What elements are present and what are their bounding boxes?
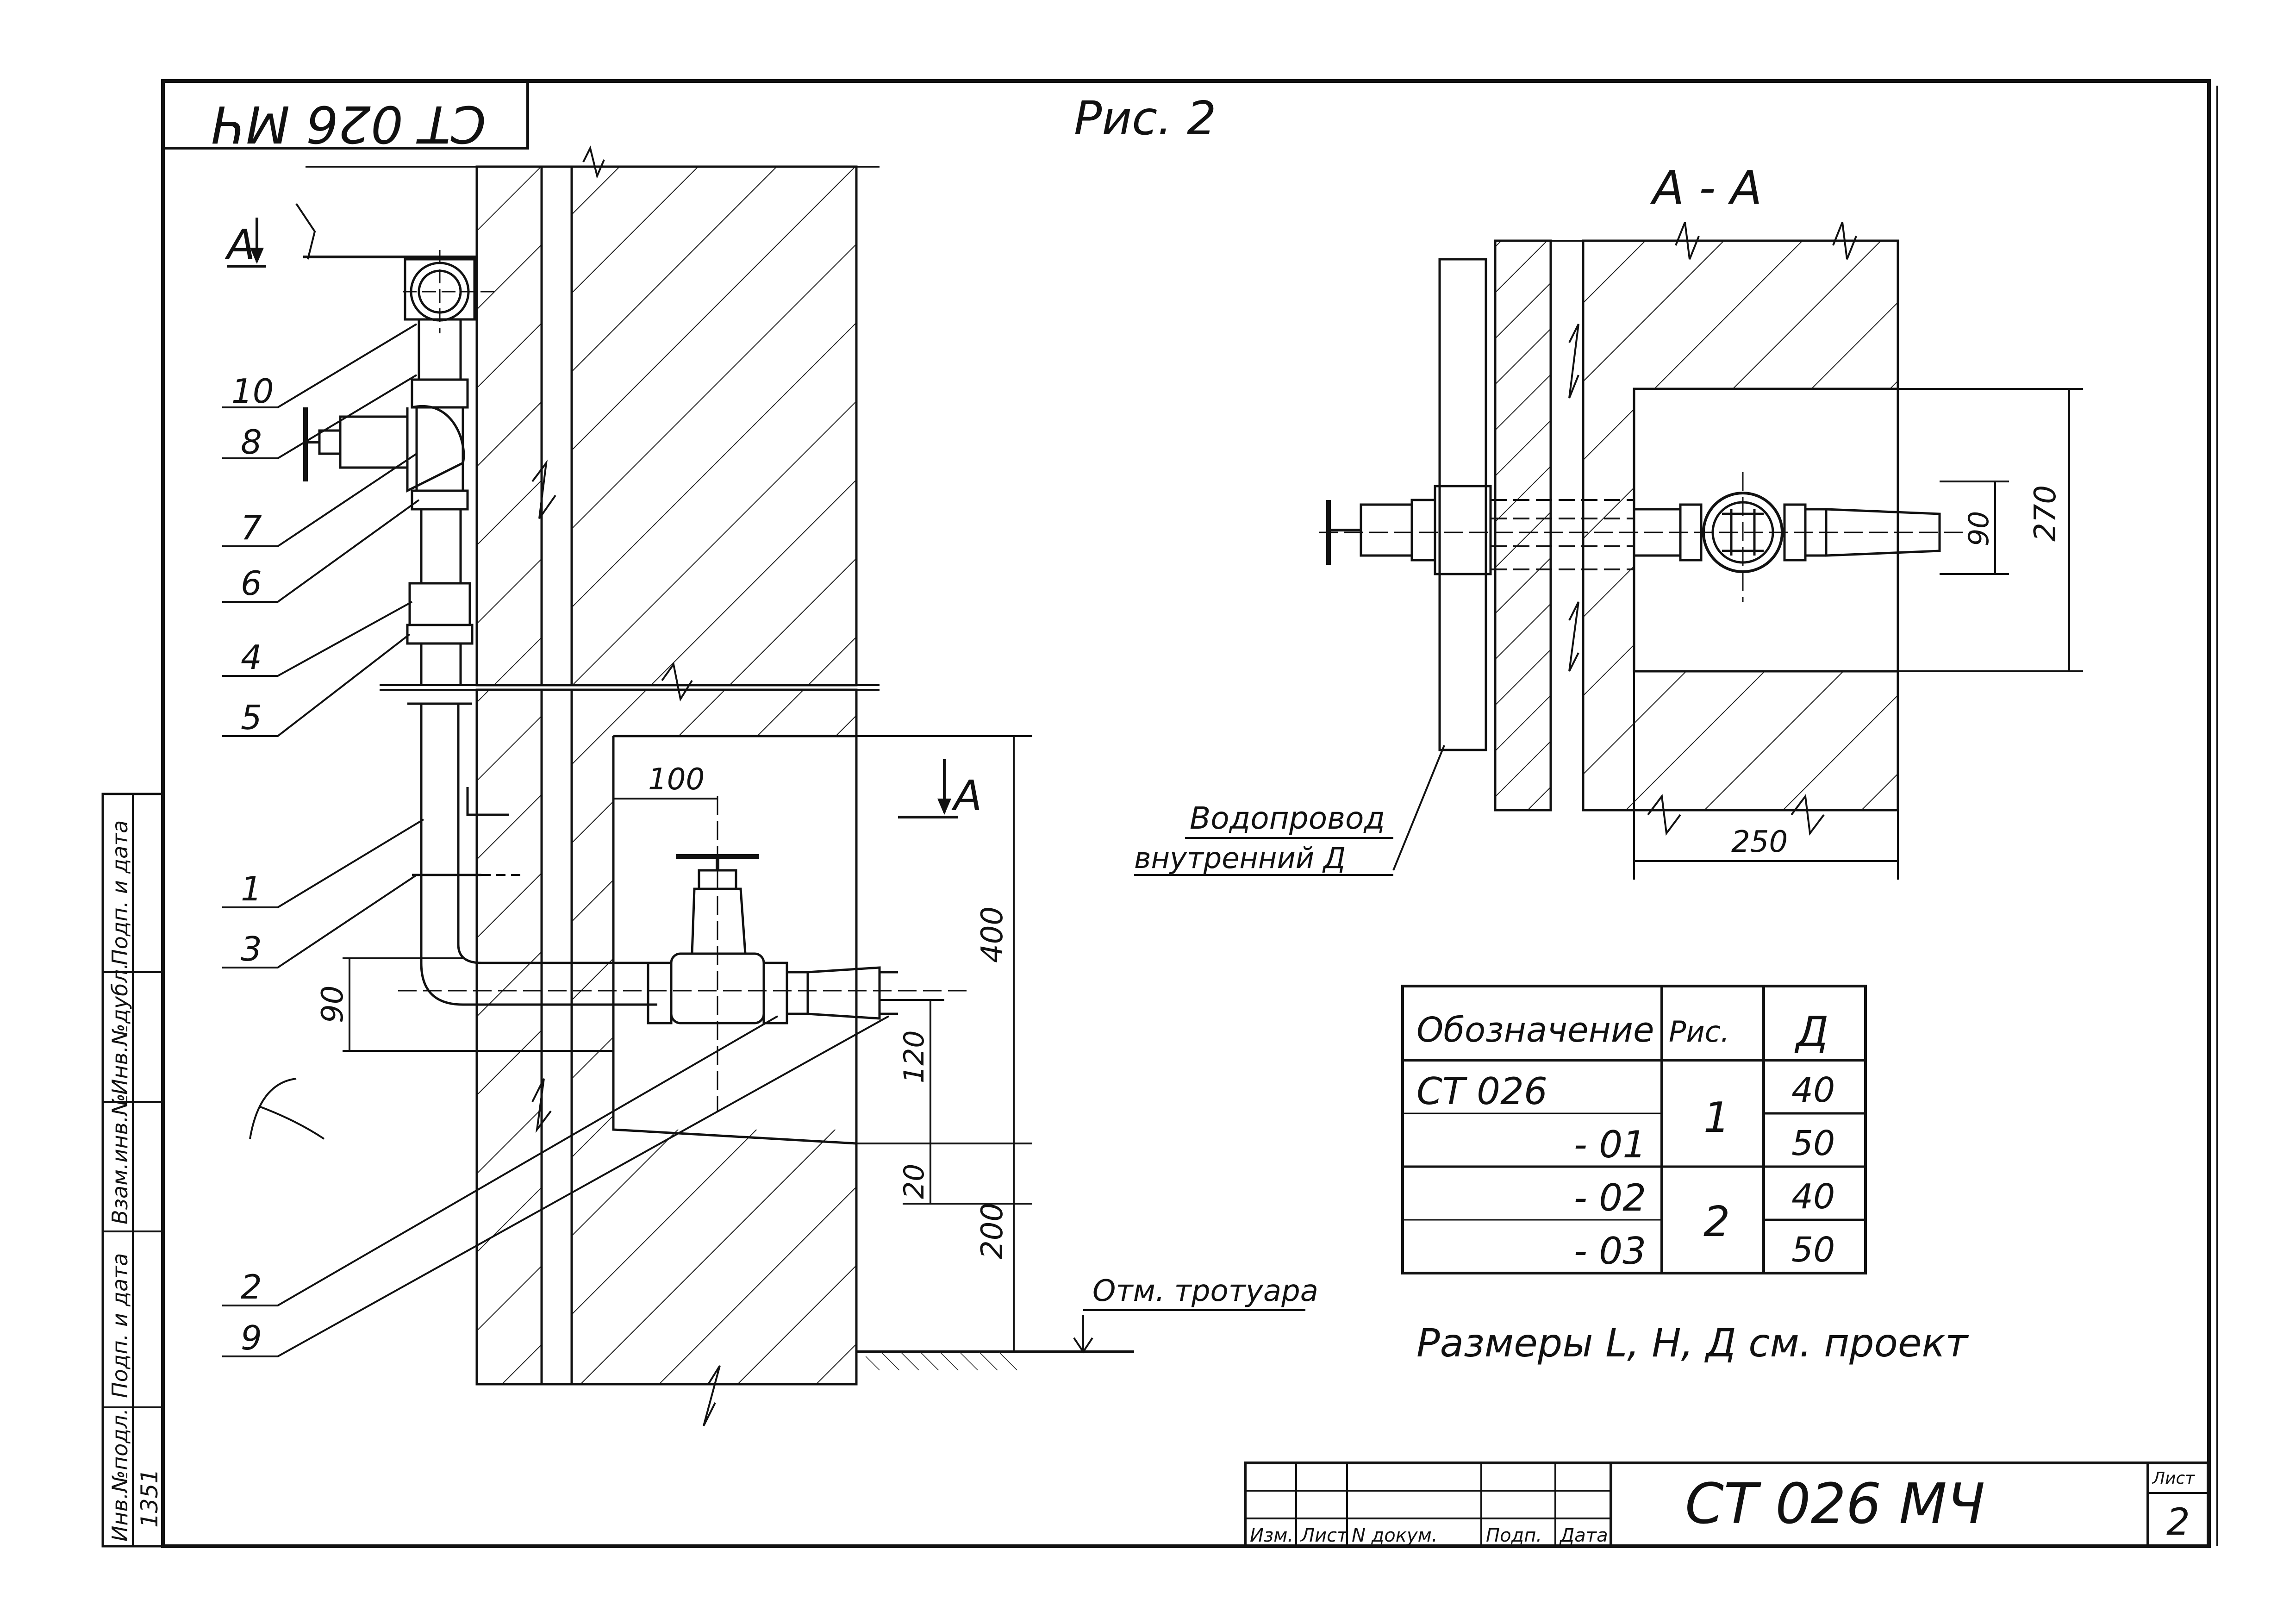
figure-title: Рис. 2 bbox=[1074, 91, 1216, 145]
table-header-d: Д bbox=[1794, 1008, 1828, 1056]
designation-table: Обозначение Рис. Д СТ 026 - 01 - 02 - 03… bbox=[1401, 985, 1867, 1274]
ground-line: Отм. тротуара bbox=[856, 1274, 1318, 1370]
callout-7: 7 bbox=[241, 508, 262, 547]
riser-pipe bbox=[303, 250, 657, 1006]
section-mark-top: А bbox=[225, 203, 477, 269]
section-letter-bottom: А bbox=[951, 772, 982, 820]
stamp-sign-date-2: Подп. и дата bbox=[107, 820, 132, 965]
callouts: 10 8 7 6 4 5 1 3 2 9 bbox=[222, 323, 889, 1357]
tb-sheet-label: Лист bbox=[2152, 1469, 2195, 1488]
tb-header-doc: N докум. bbox=[1352, 1525, 1438, 1546]
code-mirrored-text: СТ 026 МЧ bbox=[211, 94, 486, 154]
table-row-2-d: 50 bbox=[1791, 1124, 1835, 1163]
stamp-replace-inv: Взам.инв.№ bbox=[107, 1093, 132, 1224]
table-row-4-d: 50 bbox=[1791, 1230, 1835, 1270]
callout-10: 10 bbox=[231, 372, 274, 411]
section-view: 270 90 250 Водопровод внутренний Д bbox=[1134, 222, 2083, 880]
callout-4: 4 bbox=[241, 638, 262, 677]
callout-1: 1 bbox=[241, 869, 262, 908]
dim-90-left: 90 bbox=[316, 986, 350, 1023]
callout-2: 2 bbox=[241, 1268, 262, 1306]
stamp-inv-dup: Инв.№дубл. bbox=[107, 963, 132, 1095]
sidewalk-label: Отм. тротуара bbox=[1092, 1274, 1318, 1308]
wall-upper bbox=[475, 165, 858, 687]
tb-header-sign: Подп. bbox=[1486, 1525, 1542, 1546]
dim-250: 250 bbox=[1731, 825, 1788, 859]
table-fig-1: 1 bbox=[1703, 1093, 1730, 1142]
table-header-fig: Рис. bbox=[1669, 1015, 1729, 1049]
tb-header-list: Лист bbox=[1300, 1525, 1348, 1546]
dim-200: 200 bbox=[975, 1203, 1010, 1259]
section-letter-top: А bbox=[225, 221, 256, 269]
stamp-inv-orig: Инв.№подл. bbox=[107, 1408, 132, 1542]
table-row-2-designation: - 01 bbox=[1574, 1123, 1646, 1166]
section-title: А - А bbox=[1650, 161, 1762, 215]
outlet-assembly bbox=[398, 796, 972, 1111]
title-block: Изм. Лист N докум. Подп. Дата СТ 026 МЧ … bbox=[1244, 1462, 2209, 1548]
table-fig-2: 2 bbox=[1703, 1198, 1730, 1246]
dim-90-right: 90 bbox=[1963, 511, 1995, 546]
side-stamp: Инв.№подл. Подп. и дата Взам.инв.№ Инв.№… bbox=[101, 793, 164, 1548]
callout-5: 5 bbox=[241, 698, 262, 737]
dim-270: 270 bbox=[2028, 485, 2063, 542]
table-row-1-designation: СТ 026 bbox=[1416, 1070, 1547, 1113]
table-header-designation: Обозначение bbox=[1416, 1010, 1654, 1050]
wall-lower bbox=[475, 688, 858, 1386]
tb-header-date: Дата bbox=[1559, 1525, 1608, 1546]
tb-header-izm: Изм. bbox=[1250, 1525, 1293, 1546]
tb-sheet-number: 2 bbox=[2166, 1500, 2190, 1543]
dim-100: 100 bbox=[648, 762, 705, 797]
table-row-4-designation: - 03 bbox=[1574, 1230, 1646, 1273]
dim-400: 400 bbox=[975, 906, 1010, 963]
water-main-sublabel: внутренний Д bbox=[1134, 841, 1346, 875]
tb-code: СТ 026 МЧ bbox=[1685, 1472, 1985, 1537]
section-mark-bottom: А bbox=[898, 759, 982, 820]
stamp-inv-number: 1351 bbox=[136, 1469, 163, 1528]
table-row-3-designation: - 02 bbox=[1574, 1176, 1646, 1219]
dim-120: 120 bbox=[898, 1030, 930, 1083]
callout-8: 8 bbox=[241, 423, 262, 462]
dim-20: 20 bbox=[898, 1164, 930, 1199]
stamp-sign-date-1: Подп. и дата bbox=[107, 1253, 132, 1398]
dimension-note: Размеры L, H, Д см. проект bbox=[1416, 1320, 1969, 1366]
callout-3: 3 bbox=[241, 930, 262, 968]
code-box-mirrored: СТ 026 МЧ bbox=[163, 80, 529, 154]
callout-9: 9 bbox=[241, 1318, 262, 1357]
dimensions-main: 100 400 90 120 20 200 bbox=[316, 735, 1032, 1352]
water-main-label: Водопровод bbox=[1190, 800, 1385, 836]
table-row-3-d: 40 bbox=[1791, 1177, 1835, 1217]
callout-6: 6 bbox=[241, 564, 262, 603]
table-row-1-d: 40 bbox=[1791, 1070, 1835, 1110]
